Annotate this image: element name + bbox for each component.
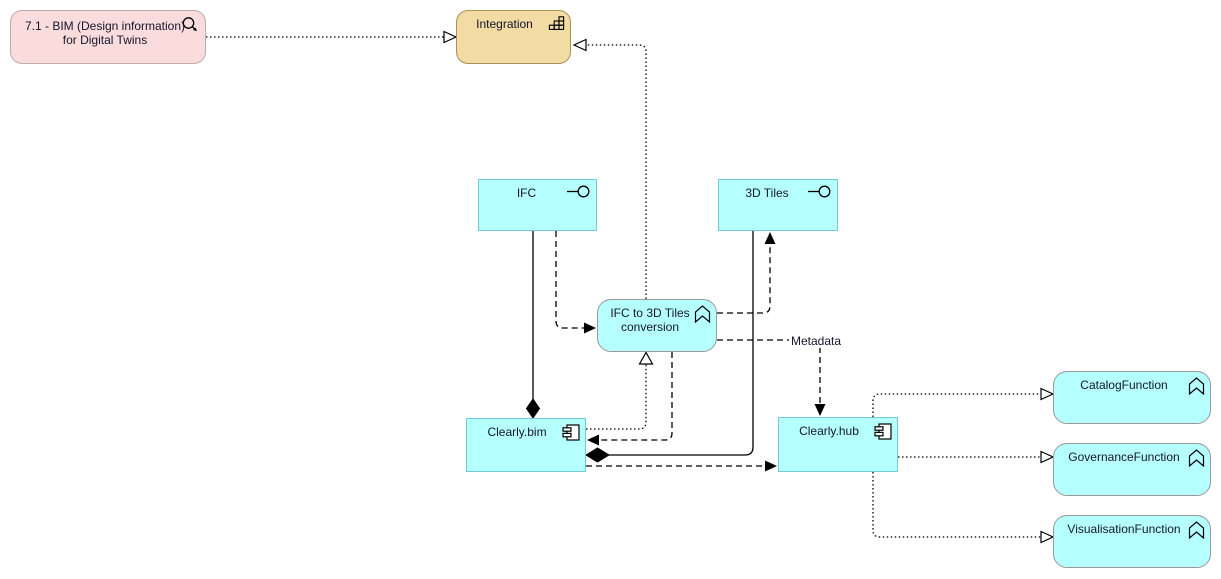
realization-bim-requirement-to-integration[interactable] [206,30,458,44]
realization-hub-to-governancefunction[interactable] [898,450,1055,464]
function-icon [694,305,711,323]
node-label: Clearly.hub [799,424,859,438]
flow-ifc-to-conversion[interactable] [555,231,596,334]
flow-arrowhead [587,434,599,446]
edge-label-metadata: Metadata [789,334,844,348]
realization-hub-to-visualisationfunction[interactable] [872,472,1055,544]
node-ifc-to-3d-tiles-conversion[interactable]: IFC to 3D Tiles conversion [597,299,717,352]
flow-arrowhead [765,460,777,472]
flow-conversion-to-3dtiles[interactable] [717,232,776,314]
node-bim-requirement[interactable]: 7.1 - BIM (Design information) for Digit… [10,10,206,64]
node-label: Clearly.bim [487,425,547,439]
node-clearly-hub[interactable]: Clearly.hub [778,417,898,472]
function-icon [1188,521,1205,539]
capability-icon [548,16,565,30]
component-icon [874,423,892,440]
node-governance-function[interactable]: GovernanceFunction [1053,443,1211,496]
flow-bim-to-hub[interactable] [586,460,777,472]
realization-arrowhead [638,351,654,365]
composition-diamond [585,447,610,463]
node-visualisation-function[interactable]: VisualisationFunction [1053,515,1211,568]
realization-hub-to-catalogfunction[interactable] [872,387,1055,418]
node-label: VisualisationFunction [1067,522,1181,536]
flow-arrowhead [814,404,826,416]
node-label: IFC to 3D Tiles conversion [610,306,690,334]
composition-diamond [525,398,541,419]
function-icon [1188,377,1205,395]
node-label: GovernanceFunction [1068,450,1180,464]
node-3d-tiles[interactable]: 3D Tiles [718,179,838,231]
node-label: Integration [476,17,533,31]
realization-bim-to-conversion[interactable] [586,351,654,430]
interface-icon [808,185,831,198]
component-icon [562,424,580,441]
composition-bim-3dtiles[interactable] [585,231,754,463]
interface-icon [567,185,590,198]
realization-arrowhead [572,38,587,52]
composition-bim-ifc[interactable] [525,231,541,419]
realization-arrowhead [443,30,458,44]
node-label: 7.1 - BIM (Design information) for Digit… [24,19,186,47]
node-catalog-function[interactable]: CatalogFunction [1053,371,1211,424]
realization-conversion-to-integration[interactable] [572,38,647,300]
node-label: CatalogFunction [1080,378,1168,392]
flow-arrowhead [584,322,596,334]
realization-arrowhead [1040,450,1055,464]
realization-arrowhead [1040,387,1055,401]
flow-metadata-conversion-to-hub[interactable] [717,339,826,416]
realization-arrowhead [1040,530,1055,544]
node-ifc[interactable]: IFC [478,179,597,231]
node-integration[interactable]: Integration [456,10,571,64]
node-label: 3D Tiles [745,186,789,200]
node-label: IFC [516,186,537,200]
assessment-icon [182,17,197,32]
flow-conversion-to-bim[interactable] [587,352,673,446]
function-icon [1188,449,1205,467]
flow-arrowhead [764,232,776,244]
node-clearly-bim[interactable]: Clearly.bim [466,418,586,472]
